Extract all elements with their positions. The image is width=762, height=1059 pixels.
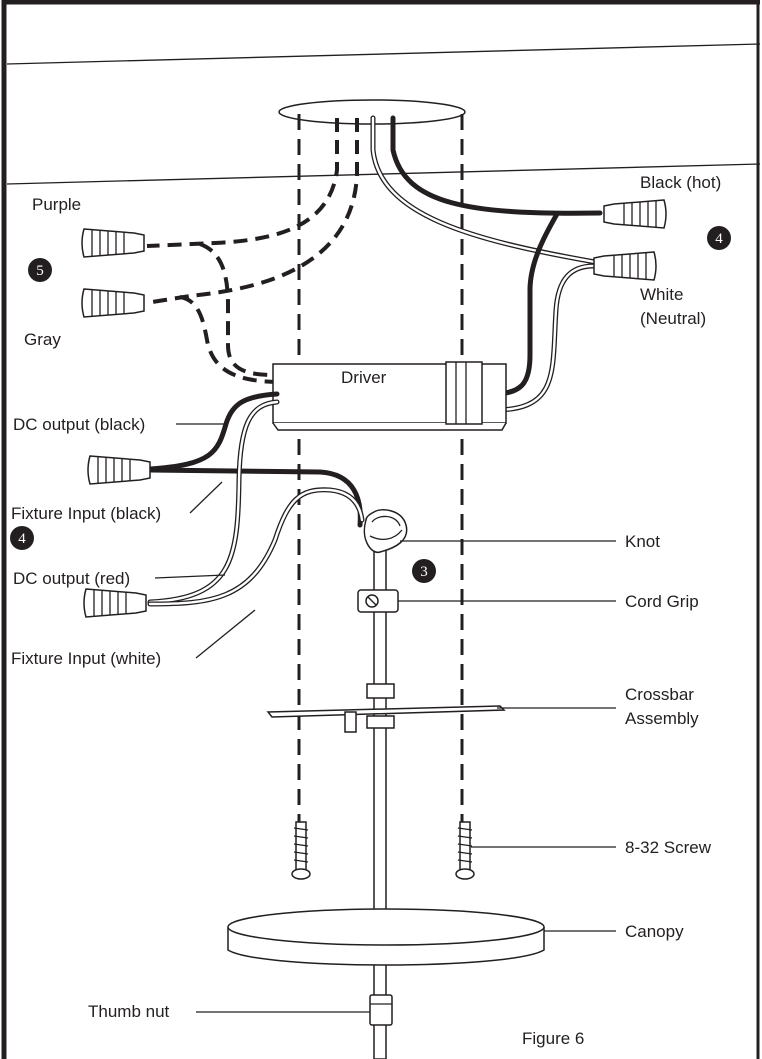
label-dc-output-black: DC output (black)	[13, 415, 145, 434]
figure-caption: Figure 6	[522, 1029, 584, 1048]
wire-nuts	[81, 199, 667, 618]
purple-wire	[146, 118, 339, 248]
label-thumb-nut: Thumb nut	[88, 1002, 170, 1021]
purple-to-driver	[199, 242, 278, 377]
svg-text:4: 4	[715, 231, 723, 247]
dashed-wires	[145, 118, 359, 384]
labels: Purple Gray Black (hot) White (Neutral) …	[11, 173, 721, 1048]
label-canopy: Canopy	[625, 922, 684, 941]
wire-nut-fixture-white	[83, 588, 147, 618]
driver-label: Driver	[341, 368, 387, 387]
cord-grip	[357, 589, 399, 613]
svg-text:5: 5	[36, 263, 44, 279]
label-cord-grip: Cord Grip	[625, 592, 699, 611]
label-crossbar-line2: Assembly	[625, 709, 699, 728]
white-output-wires	[147, 399, 365, 607]
svg-text:4: 4	[18, 531, 26, 547]
wire-nut-gray	[81, 288, 145, 318]
wire-nut-fixture-black	[87, 455, 151, 485]
label-screw: 8-32 Screw	[625, 838, 712, 857]
crossbar-assembly	[266, 683, 506, 733]
step-badge-4-left: 4	[10, 526, 34, 550]
svg-text:3: 3	[420, 564, 428, 580]
black-hot-wire	[390, 115, 603, 397]
label-white-neutral-line1: White	[640, 285, 683, 304]
gray-wire	[145, 118, 359, 305]
wire-nut-white-neutral	[593, 251, 657, 281]
label-black-hot: Black (hot)	[640, 173, 721, 192]
thumb-nut	[369, 994, 393, 1026]
wire-nut-black-hot	[603, 199, 667, 229]
label-knot: Knot	[625, 532, 660, 551]
screw-guide-lines	[297, 114, 464, 822]
white-neutral-wire	[370, 115, 599, 413]
label-crossbar-line1: Crossbar	[625, 685, 694, 704]
wire-nut-purple	[81, 228, 145, 258]
label-dc-output-red: DC output (red)	[13, 569, 130, 588]
step-badge-3: 3	[412, 559, 436, 583]
label-white-neutral-line2: (Neutral)	[640, 309, 706, 328]
leader-lines	[154, 423, 616, 1013]
label-gray: Gray	[24, 330, 61, 349]
label-fixture-input-white: Fixture Input (white)	[11, 649, 161, 668]
step-badge-4-right: 4	[707, 226, 731, 250]
label-fixture-input-black: Fixture Input (black)	[11, 504, 161, 523]
label-purple: Purple	[32, 195, 81, 214]
canopy	[227, 908, 545, 966]
ceiling-lines	[6, 43, 761, 185]
screw-right	[455, 821, 475, 880]
step-badge-5: 5	[28, 258, 52, 282]
mounting-screws	[291, 821, 475, 880]
screw-left	[291, 821, 311, 880]
gray-to-driver	[179, 295, 278, 384]
driver-box: Driver	[272, 361, 507, 431]
